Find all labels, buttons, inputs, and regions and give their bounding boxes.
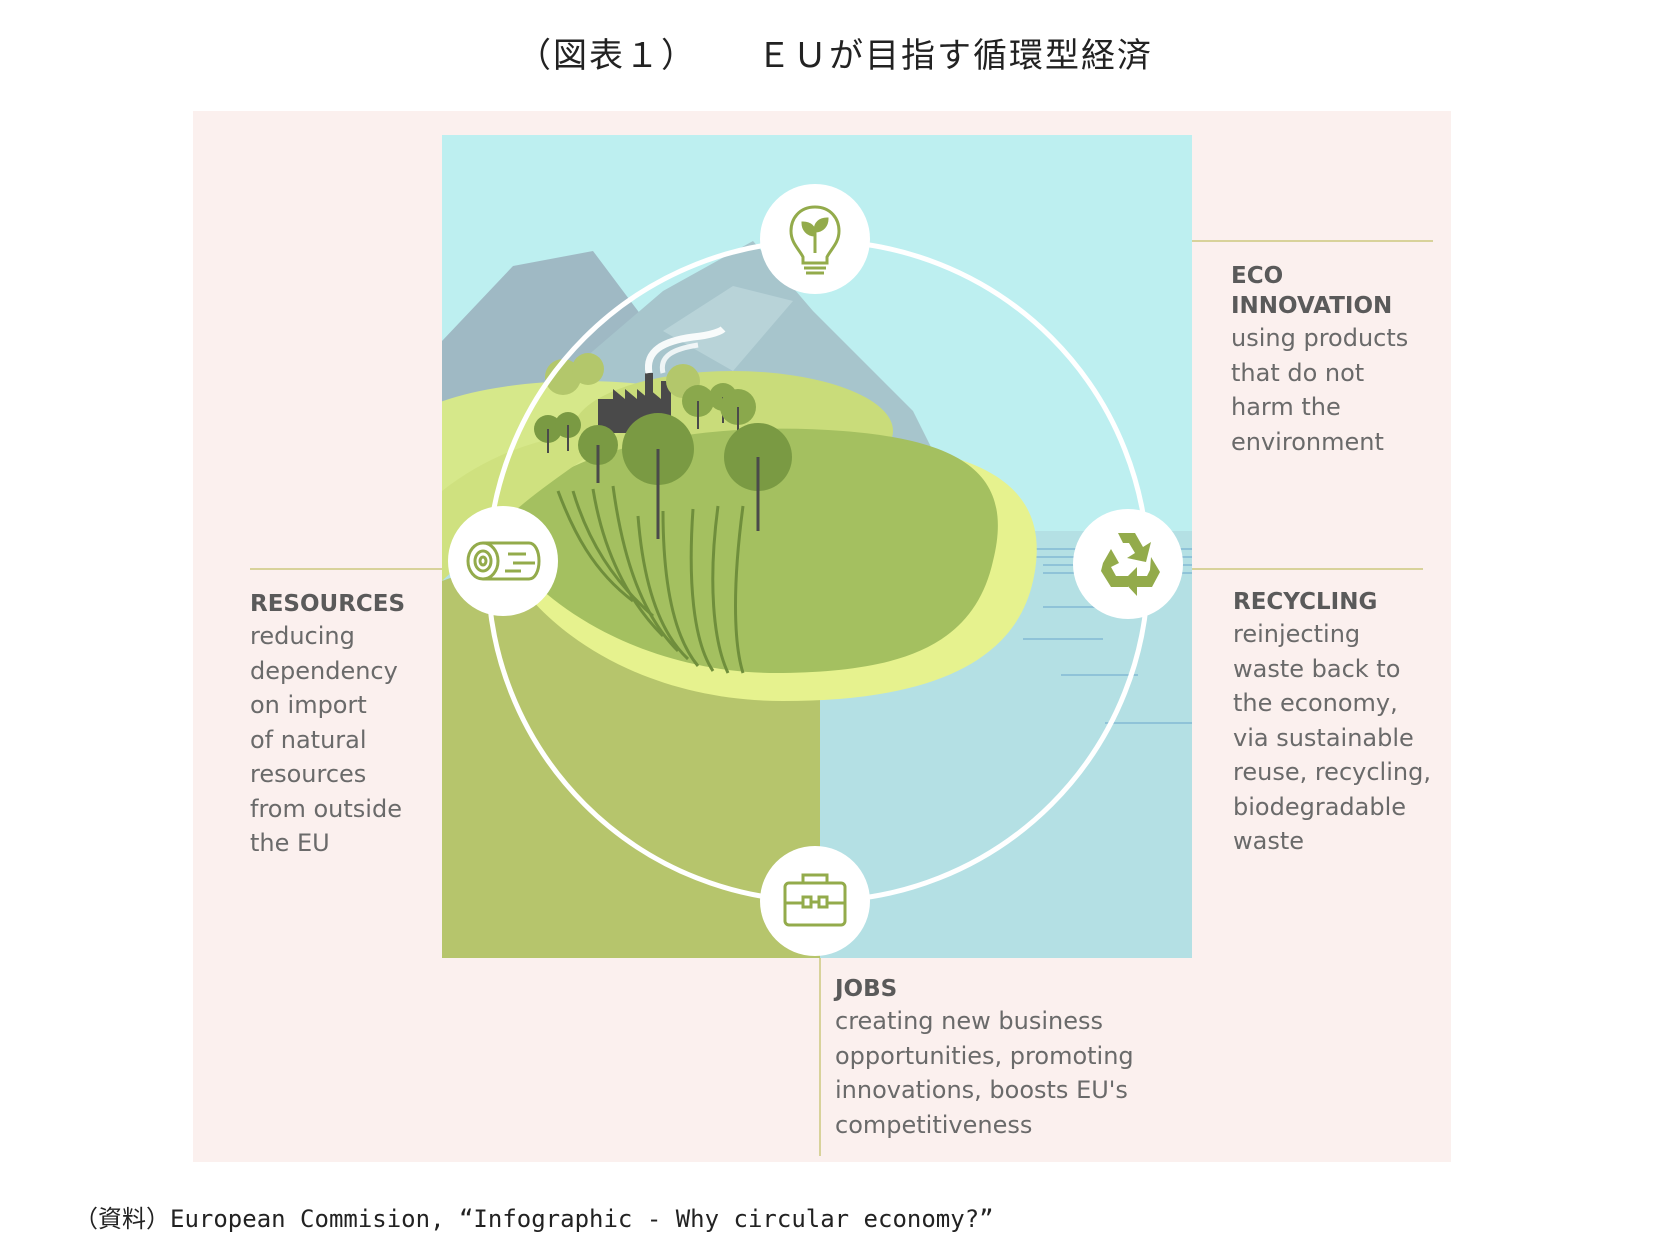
resources-icon-circle [448, 506, 558, 616]
resources-text: RESOURCES reducing dependency on import … [250, 589, 440, 861]
resources-description: reducing dependency on import of natural… [250, 619, 440, 861]
eco-innovation-description: using products that do not harm the envi… [1231, 321, 1441, 459]
infographic-panel: ECO INNOVATION using products that do no… [193, 111, 1451, 1162]
recycling-description: reinjecting waste back to the economy, v… [1233, 617, 1433, 859]
recycling-icon-circle [1073, 509, 1183, 619]
recycling-text: RECYCLING reinjecting waste back to the … [1233, 587, 1433, 859]
figure-label: （図表１） [517, 36, 697, 76]
jobs-heading: JOBS [835, 974, 1165, 1004]
jobs-icon-circle [760, 846, 870, 956]
resources-heading: RESOURCES [250, 589, 440, 619]
jobs-text: JOBS creating new business opportunities… [835, 974, 1165, 1142]
source-citation: （資料）European Commision, “Infographic - W… [74, 1199, 994, 1234]
eco-innovation-text: ECO INNOVATION using products that do no… [1231, 261, 1441, 459]
eco-innovation-icon-circle [760, 184, 870, 294]
figure-title: （図表１） ＥＵが目指す循環型経済 [0, 28, 1670, 77]
jobs-description: creating new business opportunities, pro… [835, 1004, 1165, 1142]
eco-innovation-heading: ECO INNOVATION [1231, 261, 1441, 321]
recycling-heading: RECYCLING [1233, 587, 1433, 617]
figure-title-text: ＥＵが目指す循環型経済 [757, 36, 1153, 76]
